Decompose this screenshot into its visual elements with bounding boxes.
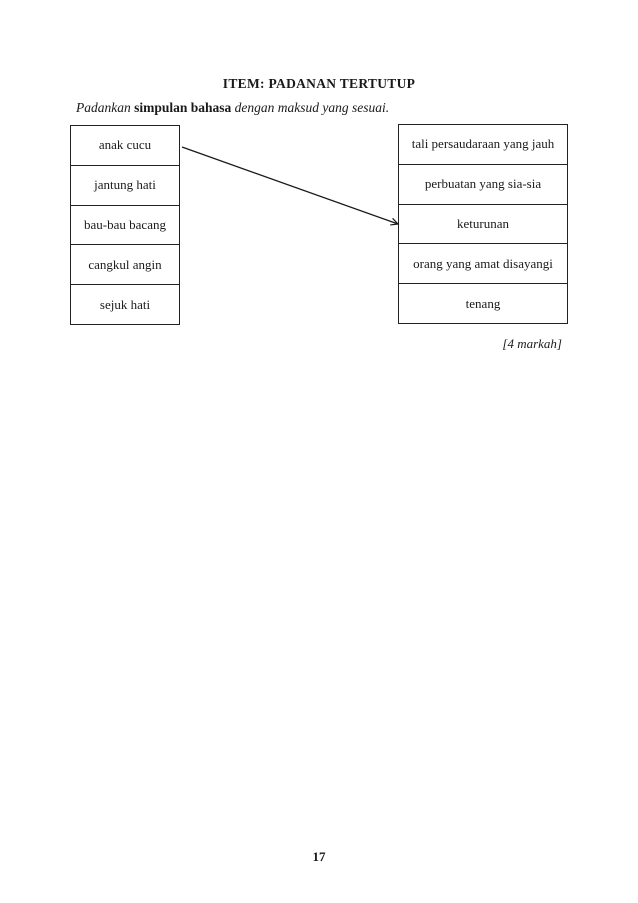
left-match-cell: bau-bau bacang (71, 206, 179, 246)
instruction-part-2: simpulan bahasa (134, 100, 232, 115)
instruction-part-3: dengan maksud yang sesuai. (234, 100, 390, 115)
left-match-cell: anak cucu (71, 126, 179, 166)
instruction-part-1: Padankan (76, 100, 131, 115)
left-match-cell: jantung hati (71, 166, 179, 206)
marks-label: [4 markah] (502, 336, 562, 351)
right-match-cell: orang yang amat disayangi (399, 244, 567, 285)
right-match-column: tali persaudaraan yang jauh perbuatan ya… (398, 124, 568, 324)
left-match-cell: cangkul angin (71, 245, 179, 286)
left-match-column: anak cucu jantung hati bau-bau bacang ca… (70, 125, 180, 325)
page-number: 17 (312, 849, 326, 864)
instruction-line: Padankan simpulan bahasa dengan maksud y… (76, 100, 389, 116)
right-match-cell: perbuatan yang sia-sia (399, 165, 567, 205)
right-match-cell: keturunan (399, 205, 567, 245)
left-match-cell: sejuk hati (99, 296, 151, 312)
page-title: ITEM: PADANAN TERTUTUP (222, 76, 416, 91)
right-match-cell: tali persaudaraan yang jauh (399, 125, 567, 165)
match-arrow (181, 146, 410, 235)
right-match-cell: tenang (465, 295, 501, 311)
